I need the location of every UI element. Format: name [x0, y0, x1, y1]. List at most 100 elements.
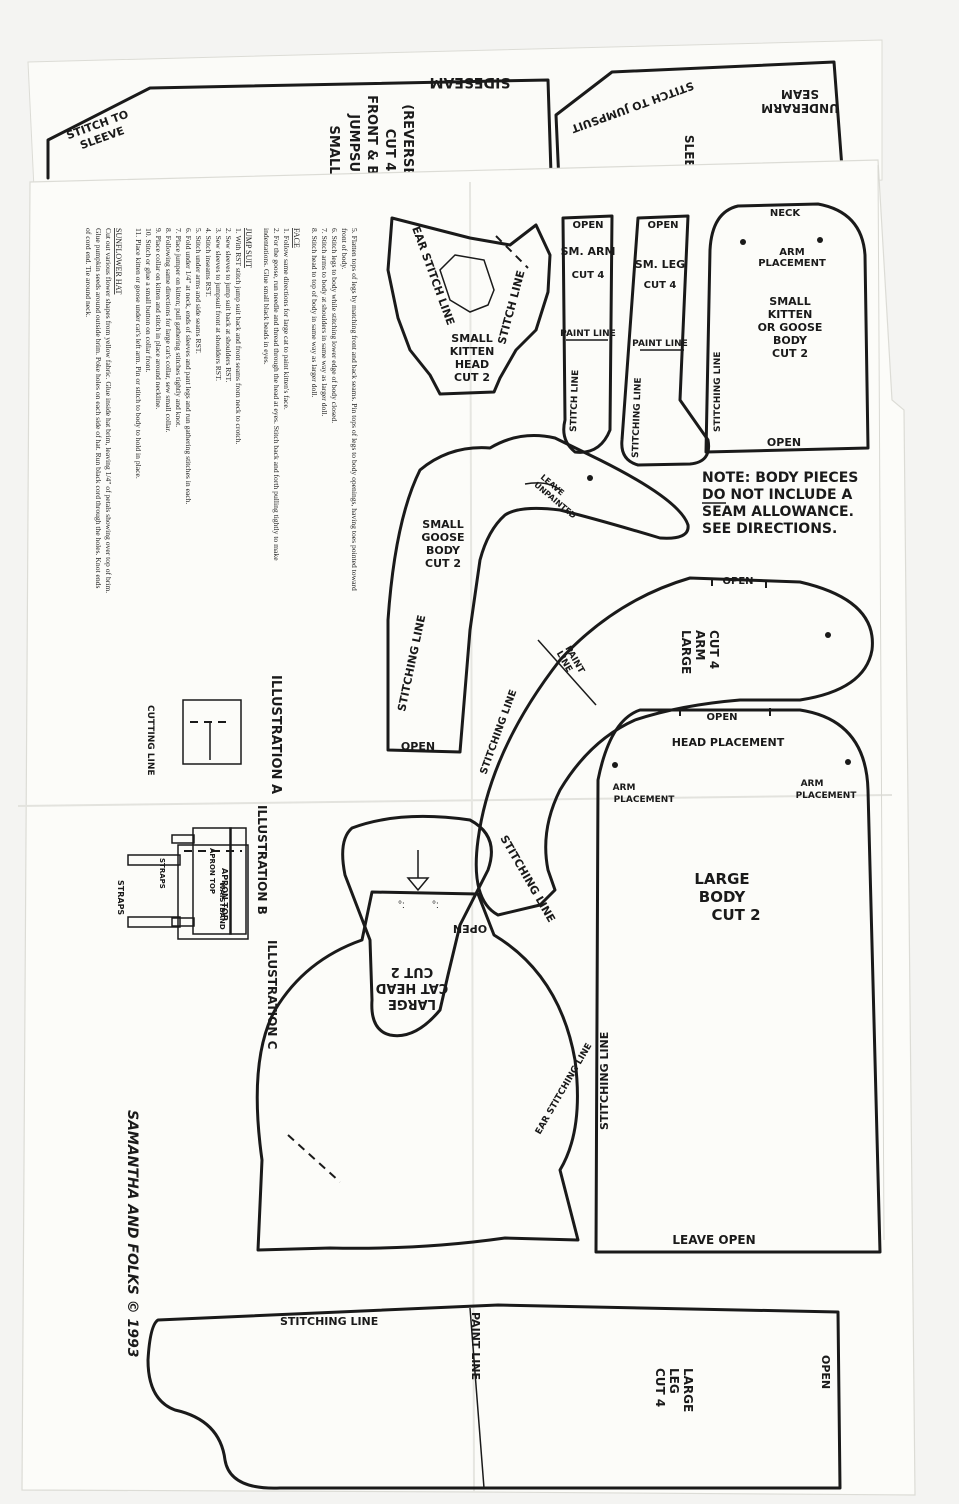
jump-step-1: 1. With RST stitch jump suit back and fr…: [234, 228, 243, 445]
jumpsuit-heading: JUMP SUIT: [244, 228, 253, 268]
large-body-stitch: STITCHING LINE: [598, 1032, 611, 1130]
large-leg-stitch: STITCHING LINE: [280, 1315, 378, 1328]
jump-step-10: 10. Stitch or glue a small button on col…: [144, 228, 153, 373]
large-arm-title-2: ARM: [693, 630, 707, 660]
small-body-neck: NECK: [770, 208, 802, 219]
small-body-outline: [704, 202, 870, 454]
hat-step-3: of cord end. Tie around neck.: [84, 228, 93, 317]
small-body-title-1: SMALL: [769, 295, 810, 308]
small-body-open: OPEN: [767, 436, 801, 449]
jump-step-3: 3. Sew sleeves to jumpsuit front at shou…: [214, 228, 223, 381]
jump-step-5: 5. Stitch under arms and side seams RST.: [194, 228, 203, 354]
jump-step-9: 9. Place collar on kitten and stitch in …: [154, 228, 163, 409]
illustration-a: ILLUSTRATION A CUTTING LINE: [145, 675, 283, 794]
step-6: 6. Stitch legs to body while stitching l…: [330, 228, 339, 423]
small-body-arm-2: PLACEMENT: [758, 258, 826, 269]
jumpsuit-label: JUMPSUIT: [346, 113, 361, 186]
seam-allowance-note: NOTE: BODY PIECES DO NOT INCLUDE A SEAM …: [702, 470, 858, 537]
apron-top-box: [177, 844, 249, 940]
small-arm-name: SM. ARM: [561, 245, 616, 258]
large-leg-outline: [146, 1303, 842, 1490]
face-heading: FACE: [292, 228, 301, 248]
hat-step-2: Glue pumpkin seeds around outside brim. …: [94, 228, 103, 588]
instructions-text: 5. Flatten tops of legs by matching fron…: [84, 228, 359, 595]
apron-top-label-b: APRON TOP: [220, 868, 229, 921]
kitten-head-title: SMALL: [451, 332, 492, 345]
underarm-label: UNDERARM: [761, 101, 839, 115]
jump-step-6: 6. Fold under 1/4" at neck, ends of slee…: [184, 228, 193, 505]
large-body-head-placement: HEAD PLACEMENT: [672, 736, 785, 749]
small-leg-open: OPEN: [647, 220, 678, 231]
small-arm-paint-line: PAINT LINE: [560, 329, 616, 339]
large-body-cut: CUT 2: [711, 906, 760, 924]
large-body-outline: [594, 708, 882, 1254]
hat-step-1: Cut out various flower shapes from yello…: [104, 228, 113, 593]
cutting-line-label: CUTTING LINE: [145, 705, 155, 776]
illustration-a-label: ILLUSTRATION A: [268, 675, 283, 794]
small-leg-stitch-line: STITCHING LINE: [631, 377, 644, 458]
illustration-b: ILLUSTRATION B APRON TOP STRAPS: [116, 805, 269, 940]
cat-head-title-2: CAT HEAD: [375, 980, 448, 995]
straps-label-b: STRAPS: [116, 880, 125, 915]
small-arm-piece: OPEN SM. ARM CUT 4 PAINT LINE STITCH LIN…: [560, 214, 616, 454]
seam-label: SEAM: [781, 87, 819, 101]
goose-title-2: GOOSE: [421, 531, 464, 544]
small-leg-paint-line: PAINT LINE: [632, 339, 688, 349]
waistband-label: WAISTBAND: [218, 882, 226, 930]
small-body-stitch: STITCHING LINE: [713, 352, 723, 432]
large-leg-cut: CUT 4: [653, 1368, 667, 1407]
large-body-arm-left-2: PLACEMENT: [614, 795, 676, 805]
large-leg-title-1: LARGE: [681, 1368, 695, 1412]
note-line-2: DO NOT INCLUDE A: [702, 487, 852, 503]
large-body-arm-right-2: PLACEMENT: [796, 791, 858, 801]
hat-steps: Cut out various flower shapes from yello…: [84, 228, 113, 595]
illustration-b-label: ILLUSTRATION B: [255, 805, 269, 915]
large-body-arm-left-1: ARM: [613, 783, 636, 793]
small-leg-piece: OPEN SM. LEG CUT 4 PAINT LINE STITCHING …: [620, 214, 711, 467]
illustration-c-label: ILLUSTRATION C: [265, 940, 279, 1050]
large-arm-outline: [474, 576, 874, 917]
note-line-4: SEE DIRECTIONS.: [702, 521, 837, 537]
large-leg-paint: PAINT LINE: [469, 1312, 482, 1380]
small-arm-cut: CUT 4: [572, 270, 605, 281]
sideseam-label: SIDESEAM: [430, 74, 511, 90]
jump-step-4: 4. Stitch inseams RST.: [204, 228, 213, 297]
large-arm-title-1: LARGE: [679, 630, 693, 674]
small-leg-name: SM. LEG: [635, 258, 685, 271]
step-5-cont: front of body.: [340, 228, 349, 270]
goose-cut: CUT 2: [425, 557, 461, 570]
cat-head-open: OPEN: [453, 922, 487, 935]
cat-eye-left: °:: [398, 900, 405, 911]
illustration-a-box: [182, 699, 242, 765]
cat-head-outline: [255, 890, 580, 1252]
goose-open: OPEN: [401, 740, 435, 753]
step-5: 5. Flatten tops of legs by matching fron…: [350, 228, 359, 591]
kitten-head-title-2: KITTEN: [450, 345, 495, 358]
small-arm-stitch-line: STITCH LINE: [569, 370, 581, 432]
kitten-head-cut: CUT 2: [454, 371, 490, 384]
small-leg-outline: [620, 214, 711, 467]
svg-text:SAMANTHA AND FOLKS © 1993: SAMANTHA AND FOLKS © 1993: [124, 1110, 140, 1357]
small-body-title-3: OR GOOSE: [758, 321, 823, 334]
large-body-leave-open: LEAVE OPEN: [672, 1233, 755, 1247]
large-arm-cut: CUT 4: [707, 630, 721, 669]
jump-step-8: 8. Following same directions for large c…: [164, 228, 173, 433]
jump-step-2: 2. Sew sleeves to jump suit back at shou…: [224, 228, 233, 383]
large-body-title-2: BODY: [699, 888, 747, 906]
large-body-piece: OPEN HEAD PLACEMENT ARM PLACEMENT ARM PL…: [594, 708, 882, 1254]
small-body-piece: NECK ARM PLACEMENT SMALL KITTEN OR GOOSE…: [704, 202, 870, 454]
large-leg-open: OPEN: [819, 1355, 832, 1389]
small-arm-outline: [561, 214, 614, 454]
goose-title-3: BODY: [426, 544, 461, 557]
small-arm-open: OPEN: [572, 220, 603, 231]
step-7: 7. Stitch arms to body at shoulders in s…: [320, 228, 329, 417]
goose-eye-dot: [587, 475, 593, 481]
face-step-1: 1. Follow same directions for large cat …: [282, 228, 291, 410]
jumpsuit-cut: CUT 4: [382, 129, 397, 172]
small-leg-cut: CUT 4: [644, 280, 677, 291]
step-8: 8. Stitch head to top of body in same wa…: [310, 228, 319, 398]
steps-5-8: 5. Flatten tops of legs by matching fron…: [310, 228, 359, 593]
large-leg-title-2: LEG: [667, 1368, 681, 1394]
cat-face-outline: [341, 814, 493, 1038]
